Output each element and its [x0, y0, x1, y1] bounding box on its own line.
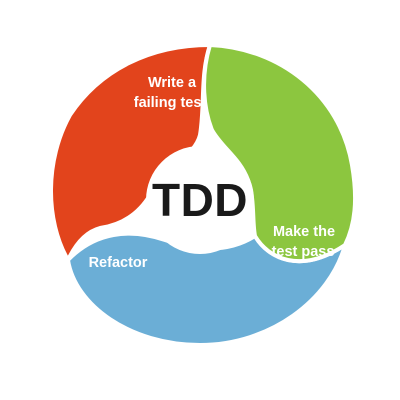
write-failing-test-label-line2: failing test [134, 95, 207, 111]
make-test-pass-label-line2: test pass [272, 244, 335, 260]
make-test-pass-label-line1: Make the [273, 224, 335, 240]
make-test-pass-segment [202, 43, 358, 264]
center-label: TDD [152, 174, 248, 226]
refactor-label: Refactor [89, 255, 148, 271]
center-circle [146, 146, 254, 254]
write-failing-test-label-line1: Write a [148, 75, 197, 91]
